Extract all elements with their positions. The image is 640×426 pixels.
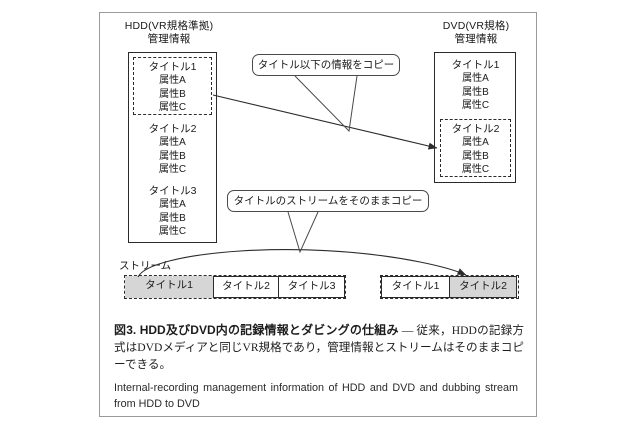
dvd-group-1-attr-a: 属性A	[462, 73, 489, 84]
stream-target-cell-1: タイトル1	[381, 276, 450, 298]
dvd-group-1-attr-b: 属性B	[462, 86, 489, 98]
hdd-group-1-attr-c: 属性C	[158, 102, 187, 113]
callout-copy-title-info: タイトル以下の情報をコピー	[252, 54, 400, 76]
stream-source-group: タイトル1 タイトル2 タイトル3	[124, 275, 346, 299]
caption-ja-title: 図3. HDD及びDVD内の記録情報とダビングの仕組み	[114, 323, 399, 337]
hdd-title-group-3: タイトル3 属性A 属性B 属性C	[133, 182, 212, 240]
stream-label: ストリーム	[119, 260, 172, 272]
hdd-group-1-title: タイトル1	[148, 61, 197, 73]
dvd-header-label: DVD(VR規格) 管理情報	[442, 20, 510, 45]
dvd-group-2-attr-b: 属性B	[462, 150, 489, 162]
hdd-header-label: HDD(VR規格準拠) 管理情報	[124, 20, 214, 45]
stream-target-cell-2: タイトル2	[450, 276, 517, 298]
dvd-group-1-title: タイトル1	[451, 59, 500, 71]
callout-copy-stream: タイトルのストリームをそのままコピー	[227, 190, 429, 212]
hdd-group-2-title: タイトル2	[148, 123, 197, 135]
caption-japanese: 図3. HDD及びDVD内の記録情報とダビングの仕組み — 従来，HDDの記録方…	[114, 322, 524, 373]
hdd-group-3-attr-c: 属性C	[158, 226, 187, 237]
hdd-group-2-attr-b: 属性B	[159, 150, 186, 162]
hdd-group-2-attr-c: 属性C	[158, 164, 187, 175]
dvd-group-1-attr-c: 属性C	[461, 100, 490, 111]
dvd-group-2-attr-c: 属性C	[461, 164, 490, 175]
hdd-group-1-attr-b: 属性B	[159, 88, 186, 100]
stream-source-cell-2: タイトル2	[213, 276, 279, 298]
stream-source-cell-3: タイトル3	[279, 276, 345, 298]
hdd-group-1-attr-a: 属性A	[159, 75, 186, 86]
caption-english: Internal-recording management informatio…	[114, 382, 518, 410]
caption-ja-dash: —	[398, 324, 417, 337]
stream-target-group: タイトル1 タイトル2	[380, 275, 519, 299]
dvd-group-2-attr-a: 属性A	[462, 137, 489, 148]
dvd-group-2-title: タイトル2	[451, 123, 500, 135]
dvd-title-group-2: タイトル2 属性A 属性B 属性C	[440, 119, 511, 177]
hdd-group-2-attr-a: 属性A	[159, 137, 186, 148]
dvd-title-group-1: タイトル1 属性A 属性B 属性C	[440, 56, 511, 114]
hdd-management-box	[128, 52, 217, 243]
stream-source-cell-1: タイトル1	[125, 276, 213, 298]
caption-ja-body: 従来，HDDの記録方式はDVDメディアと同じVR規格であり，管理情報とストリーム…	[114, 324, 525, 371]
hdd-title-group-2: タイトル2 属性A 属性B 属性C	[133, 120, 212, 178]
hdd-group-3-attr-b: 属性B	[159, 212, 186, 224]
hdd-group-3-title: タイトル3	[148, 185, 197, 197]
hdd-group-3-attr-a: 属性A	[159, 199, 186, 210]
hdd-title-group-1: タイトル1 属性A 属性B 属性C	[133, 57, 212, 115]
